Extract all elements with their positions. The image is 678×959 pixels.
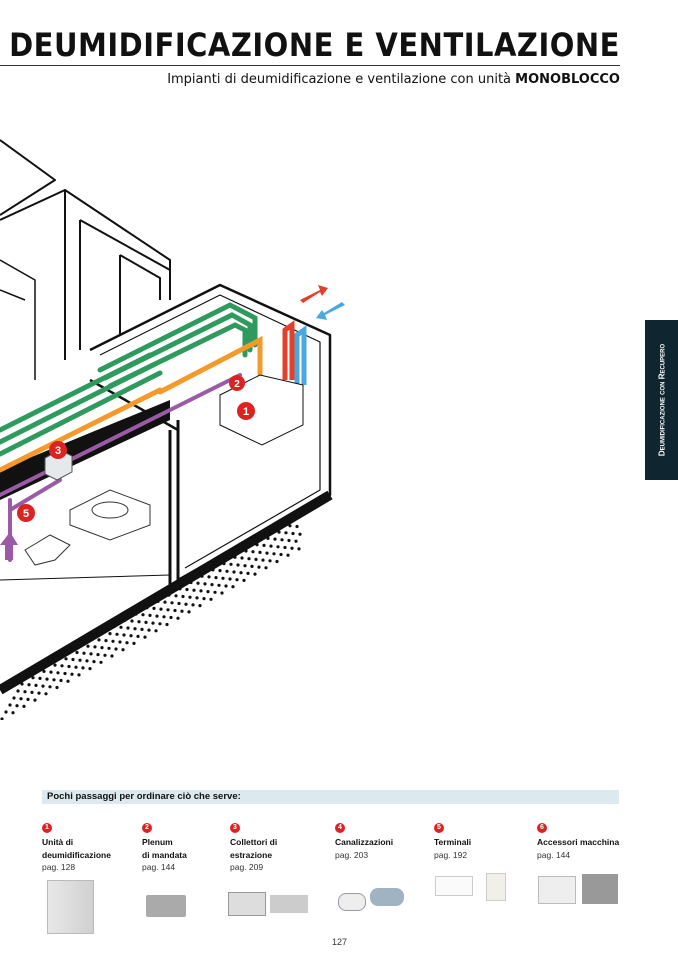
step-number-badge: 2	[142, 823, 152, 833]
product-collector-image	[228, 892, 266, 916]
product-collector2-image	[270, 895, 308, 913]
step-page-ref: pag. 192	[434, 849, 468, 860]
product-duct2-image	[370, 888, 404, 906]
page-title: DEUMIDIFICAZIONE E VENTILAZIONE	[9, 26, 620, 64]
step-title: Collettori di estrazione	[230, 837, 278, 860]
steps-heading-band: Pochi passaggi per ordinare ciò che serv…	[42, 790, 619, 804]
step-page-ref: pag. 128	[42, 862, 76, 872]
step-number-badge: 6	[537, 823, 547, 833]
step-number-badge: 3	[230, 823, 240, 833]
product-unit-image	[47, 880, 94, 934]
product-plenum-image	[146, 895, 186, 917]
subtitle-bold: MONOBLOCCO	[515, 72, 620, 87]
badges: 1 2 3 5	[17, 375, 255, 522]
product-accessory-box-image	[582, 874, 618, 904]
duct-orange	[0, 335, 263, 473]
badge-3: 3	[55, 445, 61, 457]
badge-1: 1	[243, 406, 249, 418]
step-number-badge: 4	[335, 823, 345, 833]
step-page-ref: pag. 209	[230, 862, 264, 872]
step-page-ref: pag. 203	[335, 849, 369, 860]
step-number-badge: 1	[42, 823, 52, 833]
page-number: 127	[332, 937, 348, 947]
step-title: Accessori macchina	[537, 837, 620, 847]
badge-5: 5	[23, 508, 29, 520]
page-subtitle: Impianti di deumidificazione e ventilazi…	[167, 72, 620, 87]
product-controller-image	[538, 876, 576, 904]
step-title: Canalizzazioni	[335, 837, 394, 847]
product-grille-image	[435, 876, 473, 896]
step-page-ref: pag. 144	[142, 862, 176, 872]
title-rule	[0, 65, 620, 66]
system-illustration: 1 2 3 5	[0, 139, 345, 720]
step-title: Terminali	[434, 837, 472, 847]
product-duct-image	[338, 893, 366, 911]
section-side-tab: Deumidificazione con Recupero	[645, 320, 678, 480]
product-valve-image	[486, 873, 506, 901]
duct-green	[0, 302, 258, 457]
bathroom-fixtures	[24, 489, 151, 566]
step-page-ref: pag. 144	[537, 849, 571, 860]
step-title: Plenum di mandata	[142, 837, 187, 860]
step-number-badge: 5	[434, 823, 444, 833]
badge-2: 2	[234, 379, 240, 390]
step-title: Unità di deumidificazione	[42, 837, 111, 860]
